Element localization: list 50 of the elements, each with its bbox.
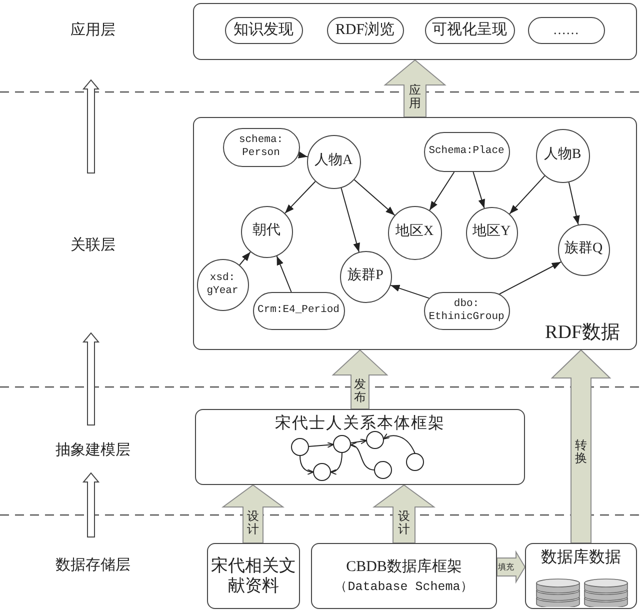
arrow <box>239 252 251 266</box>
arrow <box>276 256 292 292</box>
edge-label: 转换 <box>574 439 588 465</box>
arrow <box>298 152 308 158</box>
source-box: 宋代相关文献资料 <box>207 543 300 609</box>
edge-label: 设计 <box>246 510 260 536</box>
function-pill: RDF浏览 <box>326 16 404 44</box>
framework-box <box>195 409 525 485</box>
block-arrow <box>550 349 612 544</box>
function-pill: 知识发现 <box>224 16 302 44</box>
class-pill: Crm:E4_Period <box>252 292 344 330</box>
function-pill: 可视化呈现 <box>424 16 514 44</box>
function-pill: …… <box>528 16 604 44</box>
source-box <box>525 543 637 609</box>
layer-panel <box>193 3 637 60</box>
arrow <box>568 182 580 226</box>
arrow <box>499 262 562 294</box>
arrow <box>354 179 396 216</box>
arrow <box>390 284 430 299</box>
entity-circle: 地区Y <box>466 206 518 258</box>
box-subtitle: （Database Schema） <box>334 580 474 594</box>
entity-circle: 人物A <box>306 134 360 188</box>
edge-label: 填充 <box>498 562 514 572</box>
panel-title: RDF数据 <box>545 322 620 345</box>
source-box <box>311 543 497 609</box>
entity-circle: 朝代 <box>240 206 292 258</box>
entity-circle: 地区X <box>388 206 442 260</box>
layer-label: 数据存储层 <box>56 556 130 574</box>
box-title: 宋代士人关系本体框架 <box>275 414 445 434</box>
class-circle: xsd: gYear <box>196 258 248 310</box>
class-pill: schema: Person <box>222 128 300 166</box>
arrow <box>429 172 455 211</box>
class-pill: Schema:Place <box>424 132 510 172</box>
layer-label: 关联层 <box>70 236 116 254</box>
rdf-panel <box>193 117 637 350</box>
edge-label: 发布 <box>354 378 366 404</box>
entity-circle: 人物B <box>536 128 590 182</box>
layer-label: 抽象建模层 <box>56 440 130 460</box>
arrow <box>284 181 316 214</box>
entity-circle: 族群P <box>340 250 392 302</box>
edge-label: 设计 <box>398 510 410 536</box>
layer-label: 应用层 <box>70 20 116 40</box>
class-pill: dbo: EthinicGroup <box>424 292 510 330</box>
entity-circle: 族群Q <box>558 224 610 276</box>
arrow <box>509 175 546 214</box>
edge-label: 应用 <box>408 84 422 110</box>
box-title: 数据库数据 <box>541 548 621 568</box>
arrow <box>340 188 360 252</box>
arrow <box>472 172 485 209</box>
box-title: CBDB数据库框架 <box>346 558 462 576</box>
